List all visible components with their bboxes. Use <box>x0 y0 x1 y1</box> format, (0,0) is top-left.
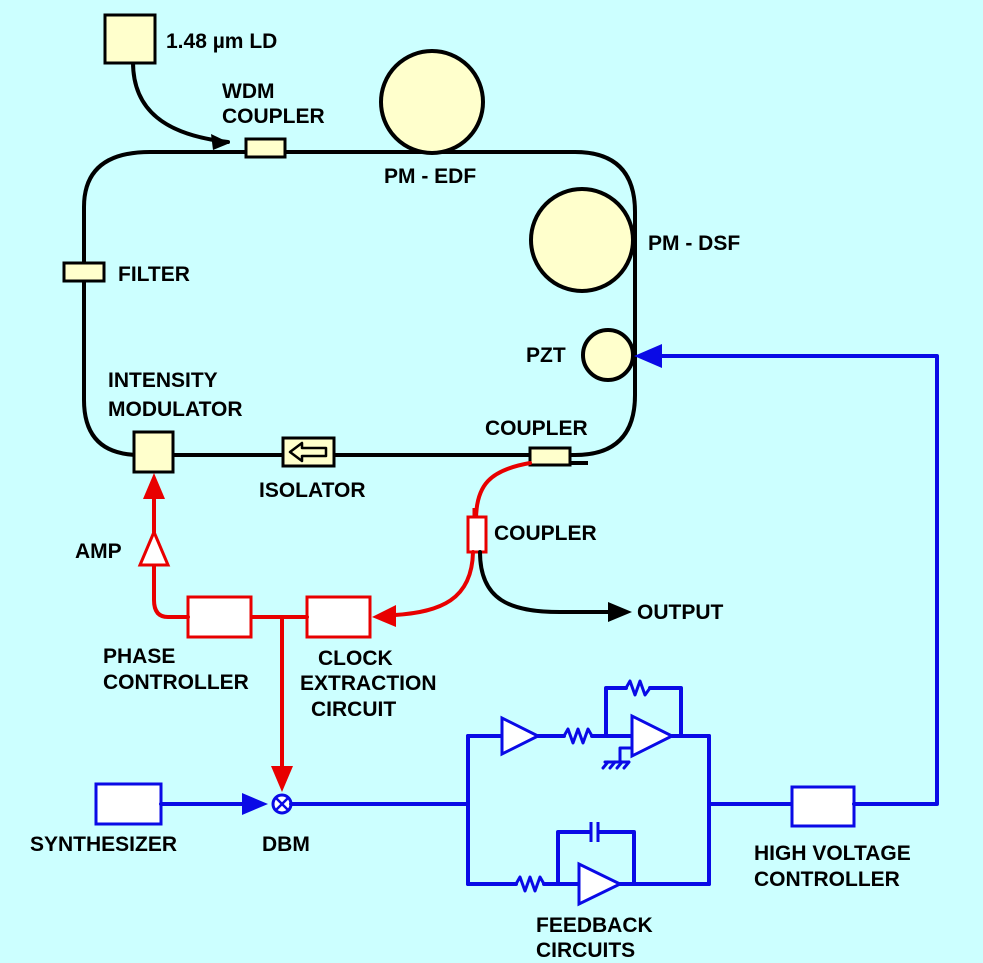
hv-to-pzt-line <box>658 354 939 806</box>
pzt-label: PZT <box>526 344 566 367</box>
high-voltage-controller-box <box>790 785 856 828</box>
clock-extraction-label: CLOCK <box>318 647 393 670</box>
laser-diode-box <box>103 13 157 65</box>
pm-dsf-label: PM - DSF <box>648 232 740 255</box>
isolator-box <box>281 436 336 468</box>
high-voltage-controller-label: CONTROLLER <box>754 868 900 891</box>
phase-controller-label: CONTROLLER <box>103 671 249 694</box>
feedback-loop-line <box>556 830 592 886</box>
integrator-amp-icon <box>577 861 624 907</box>
intensity-modulator-box <box>132 430 175 474</box>
left-arrow-icon <box>288 441 328 463</box>
pm-edf-label: PM - EDF <box>384 165 476 188</box>
synthesizer-box <box>94 782 163 826</box>
clock-extraction-label: EXTRACTION <box>300 672 437 695</box>
intensity-modulator-label: MODULATOR <box>108 398 243 421</box>
wdm-coupler-label: WDM <box>222 80 274 103</box>
output-label: OUTPUT <box>637 601 724 624</box>
synth-arrow-icon <box>242 793 268 815</box>
feedback-loop-line <box>597 830 636 886</box>
clock-feed-line <box>393 550 475 617</box>
output-arrow-icon <box>608 602 632 622</box>
pzt-arrow-icon <box>634 344 662 368</box>
output-coupler-label: COUPLER <box>485 417 588 440</box>
mixer-x-icon <box>275 797 289 811</box>
pzt-coil <box>581 328 635 382</box>
ground-icon <box>601 746 634 770</box>
resistor-icon <box>562 727 594 745</box>
fiber-ring <box>82 150 637 457</box>
resistor-icon <box>514 875 546 893</box>
amp-feed-line <box>152 564 190 619</box>
feedback-loop-line <box>648 686 683 738</box>
high-voltage-controller-label: HIGH VOLTAGE <box>754 842 911 865</box>
output-fiber <box>478 550 612 614</box>
clock-arrow-icon <box>372 605 396 627</box>
inverting-amp-icon <box>630 713 676 759</box>
synthesizer-label: SYNTHESIZER <box>30 833 177 856</box>
tap-coupler-label: COUPLER <box>494 522 597 545</box>
laser-diode-label: 1.48 µm LD <box>166 30 277 53</box>
wdm-coupler-label: COUPLER <box>222 105 325 128</box>
buffer-amp-icon <box>500 715 542 757</box>
pm-dsf-coil <box>529 187 635 293</box>
triangle-amplifier-icon <box>137 528 171 567</box>
modulator-arrow-icon <box>143 473 165 499</box>
filter-box <box>62 261 106 283</box>
intensity-modulator-label: INTENSITY <box>108 369 218 392</box>
wdm-coupler-box <box>244 137 287 159</box>
isolator-label: ISOLATOR <box>259 479 366 502</box>
tap-coupler-box <box>466 515 488 554</box>
feedback-loop-line <box>604 686 628 738</box>
phase-controller-box <box>186 595 253 639</box>
feedback-circuits-label: FEEDBACK <box>536 914 653 937</box>
pump-fiber <box>131 60 230 144</box>
clock-extraction-label: CIRCUIT <box>311 698 396 721</box>
amp-label: AMP <box>75 540 122 563</box>
clock-extraction-box <box>305 595 372 639</box>
pump-arrow-icon <box>211 134 230 150</box>
dbm-arrow-icon <box>271 766 293 792</box>
dbm-label: DBM <box>262 833 310 856</box>
output-coupler-box <box>528 446 572 467</box>
filter-label: FILTER <box>118 263 190 286</box>
phase-controller-label: PHASE <box>103 645 175 668</box>
resistor-icon <box>624 679 652 697</box>
feedback-circuits-label: CIRCUITS <box>536 939 635 962</box>
tap-fiber <box>474 461 532 522</box>
pm-edf-coil <box>379 49 485 155</box>
